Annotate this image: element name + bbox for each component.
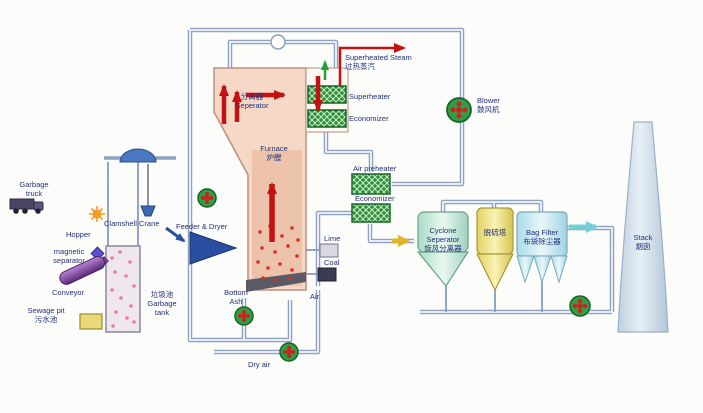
clamshell-crane-icon [104,148,176,246]
label-coal: Coal [324,258,340,267]
steam-drum [270,34,286,50]
label-economizer-upper: Economizer [349,114,389,123]
label-bottom-ash: Bottom Ash [224,288,248,306]
blower-fan-icon [446,97,472,123]
bag-filter-vessel [516,211,568,284]
label-lime: Lime [324,234,341,243]
label-blower: Blower 鼓风机 [477,96,500,114]
label-superheater: Superheater [349,92,391,101]
furnace-core [252,150,302,286]
label-air-preheater: Air preheater [353,164,397,173]
label-magnetic-separator: magnetic separator [53,247,85,265]
stack-chimney [617,121,669,333]
label-clamshell-crane: Clamshell Crane [104,219,160,228]
sewage-pit-tank [79,313,103,330]
label-economizer-lower: Economizer [355,194,395,203]
hopper-icon [89,206,105,222]
label-hopper: Hopper [66,230,91,239]
lime-box [319,243,339,258]
cyclone-vessel [416,211,470,288]
label-feeder-dryer: Feeder & Dryer [176,222,228,231]
label-bag-filter: Bag Filter 布袋除尘器 [523,228,561,246]
label-garbage-truck: Garbage truck [19,180,49,198]
economizer-upper-box [307,109,347,128]
feeder-dryer-icon [165,226,238,265]
label-furnace: Furnace 炉膛 [260,144,288,162]
desulfurization-tower-vessel [476,207,514,292]
fan-icon-bottom-ash [234,306,254,326]
label-separator: 分离器 Seperator [235,92,269,110]
furnace-body [213,67,349,292]
flame-particles [256,224,300,282]
garbage-truck-icon [9,198,44,214]
label-conveyor: Conveyor [52,288,85,297]
label-desulfurization-tower: 脱硫塔 [483,228,507,237]
coal-box [317,267,337,282]
label-sewage-pit: Sewage pit 污水池 [27,306,65,324]
superheater-box [307,85,347,104]
fan-icon-induced-draft [569,295,591,317]
fan-icon-dry-air [279,342,299,362]
label-air: Air [310,292,320,301]
label-garbage-tank: 垃圾池 Garbage tank [147,290,177,317]
label-superheated-steam: Superheated Steam 过热蒸汽 [345,53,412,71]
steam-arrow [338,43,406,86]
fan-icon-furnace-left [197,188,217,208]
air-preheater-box [351,173,391,195]
economizer-lower-box [351,203,391,223]
label-dry-air: Dry air [248,360,271,369]
flow-arrows [219,43,598,247]
conveyor-icon [59,256,106,285]
label-stack: Stack 烟囱 [633,233,653,251]
label-cyclone-separator: Cyclone Seperator 旋风分离器 [424,226,462,253]
garbage-tank [105,245,141,333]
